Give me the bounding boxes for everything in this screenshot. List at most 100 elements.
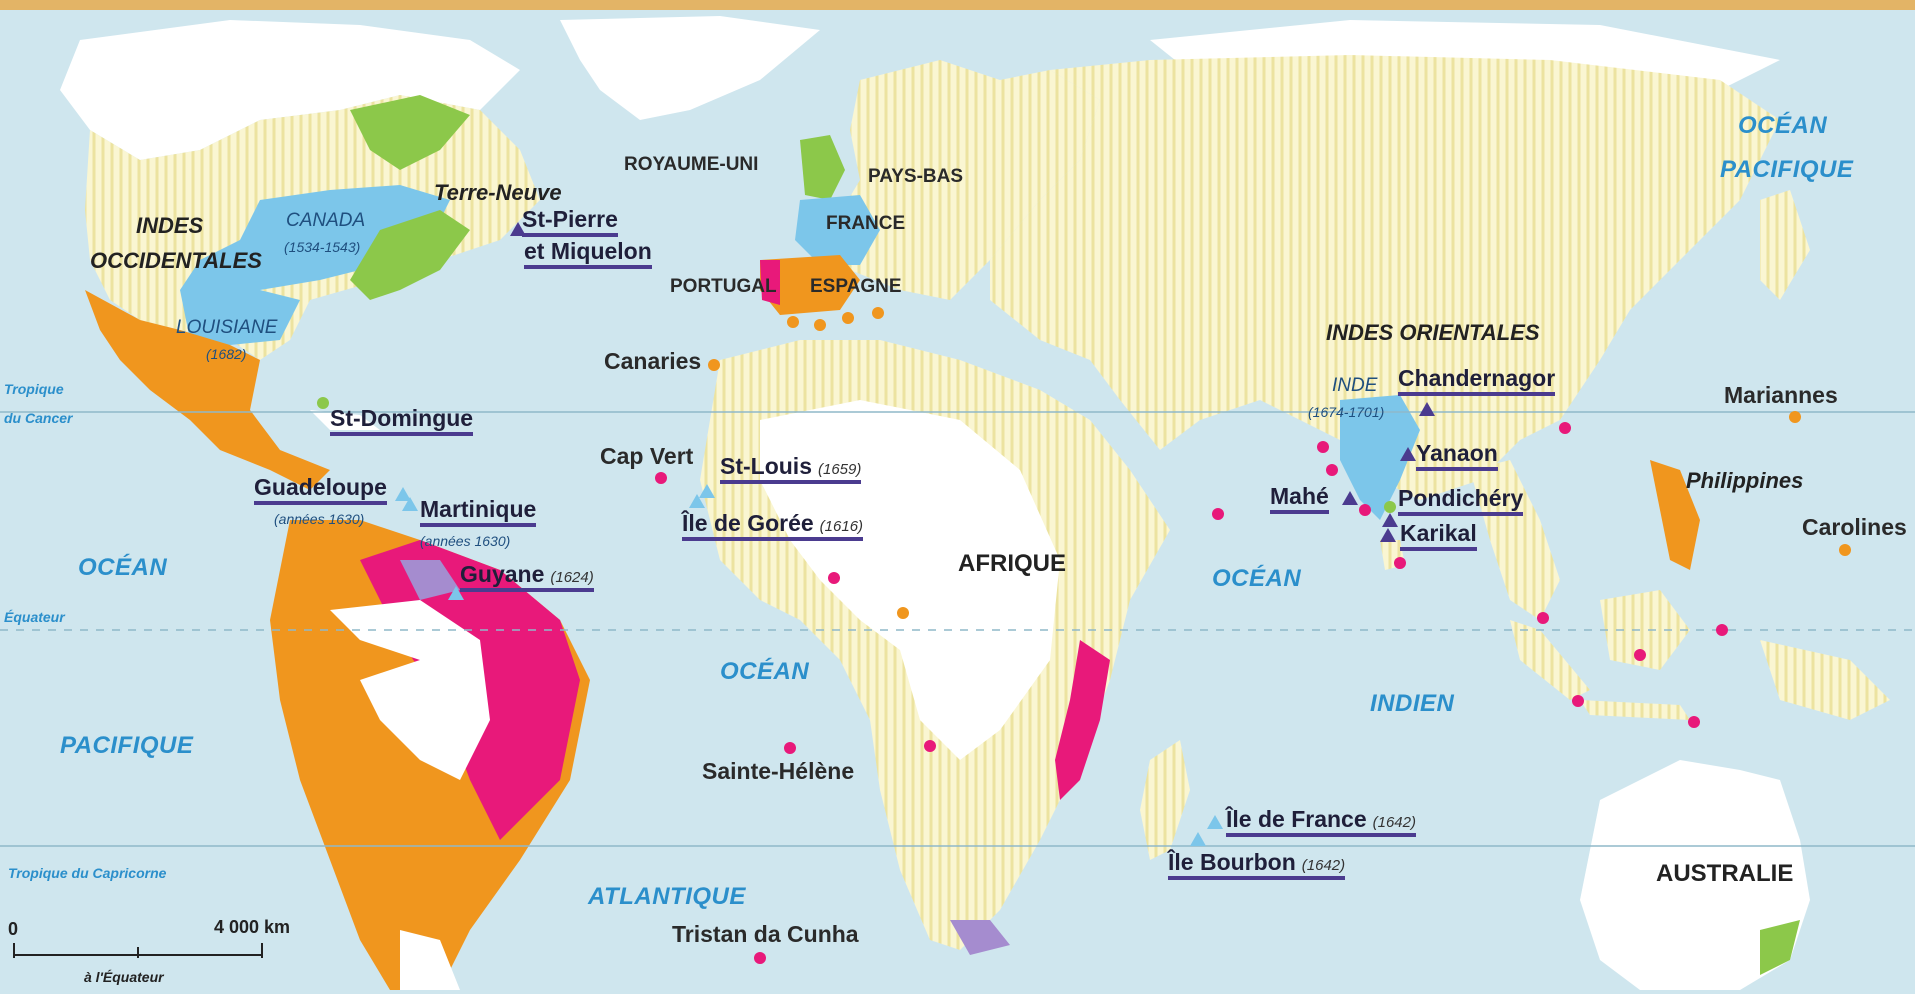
dot-guinea: [897, 607, 909, 619]
label-pondichery: Pondichéry: [1398, 487, 1524, 516]
label-chandernagor: Chandernagor: [1398, 367, 1556, 396]
ocean-pacific-west-line2: PACIFIQUE: [60, 732, 194, 759]
australia: [1580, 760, 1810, 990]
dot-mariannes: [1789, 411, 1801, 423]
label-st-louis: St-Louis(1659): [720, 455, 862, 484]
tri-mahe: [1342, 491, 1358, 505]
tri-ile-de-france: [1207, 815, 1223, 829]
top-border-strip: [0, 0, 1915, 10]
label-martinique: Martinique: [420, 498, 537, 527]
label-tropic-cancer-2: du Cancer: [4, 410, 73, 426]
label-carolines: Carolines: [1802, 514, 1907, 540]
label-netherlands: PAYS-BAS: [868, 166, 964, 187]
label-terre-neuve: Terre-Neuve: [434, 180, 562, 205]
greenland: [560, 16, 820, 120]
label-martinique-date: (années 1630): [420, 533, 511, 549]
label-guadeloupe: Guadeloupe: [254, 476, 387, 505]
label-sainte-helene: Sainte-Hélène: [702, 758, 855, 784]
patagonia-white: [400, 930, 460, 990]
dot-malacca: [1537, 612, 1549, 624]
sumatra: [1510, 620, 1590, 700]
label-africa: AFRIQUE: [958, 550, 1066, 577]
europe: [830, 60, 1100, 300]
new-spain: [85, 290, 330, 490]
dot-sainte-helene: [784, 742, 796, 754]
tri-chandernagor: [1419, 402, 1435, 416]
iberia-portugal: [760, 260, 780, 305]
label-yanaon: Yanaon: [1416, 442, 1498, 471]
label-tropic-cancer-1: Tropique: [4, 381, 64, 397]
dot-cap-vert: [655, 472, 667, 484]
dot-timor: [1688, 716, 1700, 728]
dot-moluccas: [1716, 624, 1728, 636]
label-canada: CANADA: [286, 210, 366, 231]
label-mariannes: Mariannes: [1724, 382, 1838, 408]
label-karikal: Karikal: [1400, 522, 1477, 551]
label-equator: Équateur: [4, 609, 65, 625]
label-spain: ESPAGNE: [810, 276, 902, 297]
mozambique-portugal: [1055, 640, 1110, 800]
borneo: [1600, 590, 1690, 670]
label-ile-bourbon-date: (1642): [1301, 857, 1346, 874]
dot-india-1: [1317, 441, 1329, 453]
tri-st-pierre: [510, 222, 526, 236]
label-st-pierre-1: St-Pierre: [522, 208, 618, 237]
british-colonies-na: [350, 95, 470, 170]
tri-st-louis: [699, 484, 715, 498]
label-uk: ROYAUME-UNI: [624, 154, 759, 175]
label-canada-date: (1534-1543): [284, 239, 361, 255]
dot-gulf-guinea: [828, 572, 840, 584]
new-guinea: [1760, 640, 1890, 720]
guyane-region: [400, 560, 460, 600]
dot-tristan: [754, 952, 766, 964]
java: [1580, 700, 1690, 720]
madagascar: [1140, 740, 1190, 860]
cape-netherlands: [950, 920, 1010, 955]
label-ile-de-france: Île de France(1642): [1226, 808, 1416, 837]
dot-north-africa-1: [787, 316, 799, 328]
dot-angola: [924, 740, 936, 752]
scale-zero: 0: [8, 919, 19, 939]
label-ile-bourbon: Île Bourbon(1642): [1168, 851, 1346, 880]
label-canaries: Canaries: [604, 348, 702, 374]
asia: [990, 55, 1780, 500]
tri-goree: [689, 494, 705, 508]
ocean-atlantic-line1: OCÉAN: [720, 658, 810, 685]
dot-bermuda: [317, 397, 329, 409]
label-st-pierre-2: et Miquelon: [524, 240, 652, 269]
india-french: [1340, 395, 1420, 520]
label-guadeloupe-date: (années 1630): [274, 511, 365, 527]
dot-ceylon: [1394, 557, 1406, 569]
portuguese-dots: [655, 422, 1728, 964]
label-portugal: PORTUGAL: [670, 276, 777, 297]
label-mahe: Mahé: [1270, 485, 1329, 514]
ocean-indian-line1: OCÉAN: [1212, 565, 1302, 592]
dot-india-3: [1359, 504, 1371, 516]
ocean-pacific-east-line2: PACIFIQUE: [1720, 156, 1854, 183]
dot-sumatra: [1572, 695, 1584, 707]
label-france: FRANCE: [826, 213, 906, 234]
south-east-asia: [1470, 460, 1560, 620]
philippines-spain: [1650, 460, 1700, 570]
label-east-indies: INDES ORIENTALES: [1326, 320, 1540, 345]
label-goree: Île de Gorée(1616): [682, 512, 864, 541]
arctic-north-america: [60, 20, 520, 160]
dot-north-africa-2: [814, 319, 826, 331]
dot-north-africa-3: [842, 312, 854, 324]
tri-guadeloupe: [395, 487, 411, 501]
label-ile-de-france-date: (1642): [1372, 814, 1416, 831]
canada-region: [180, 185, 450, 310]
label-cap-vert: Cap Vert: [600, 443, 694, 469]
dot-indian-ocean: [1212, 508, 1224, 520]
dot-north-africa-4: [872, 307, 884, 319]
amazon-white: [330, 600, 490, 780]
label-guyane-date: (1624): [550, 569, 594, 586]
label-inde-date: (1674-1701): [1308, 404, 1385, 420]
label-inde: INDE: [1332, 375, 1378, 396]
tri-ile-bourbon: [1190, 832, 1206, 846]
tri-yanaon: [1400, 447, 1416, 461]
label-tropic-capricorn: Tropique du Capricorne: [8, 865, 167, 881]
caribbean-island: [310, 410, 380, 430]
